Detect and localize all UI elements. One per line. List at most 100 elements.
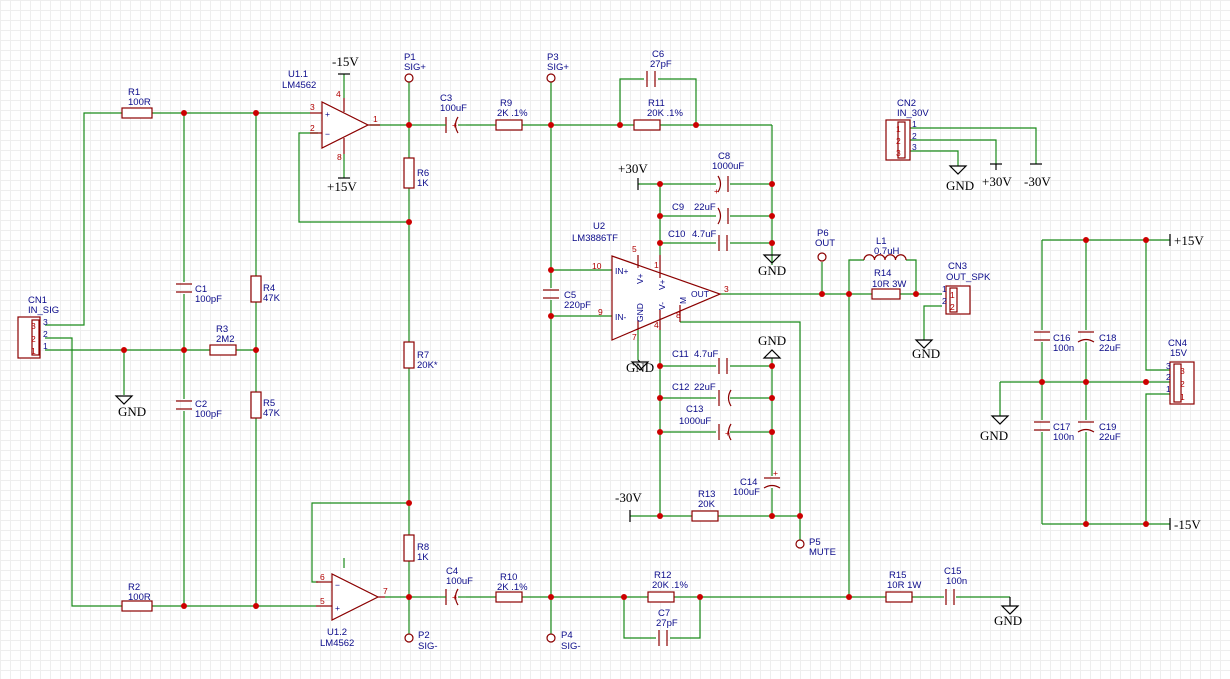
rail-m30-cn2: -30V bbox=[1024, 174, 1051, 189]
resistor-r15[interactable]: R15 10R 1W bbox=[885, 570, 921, 603]
c9-ref: C9 bbox=[672, 202, 684, 213]
u2-pin1: 1 bbox=[654, 260, 659, 270]
r9-value: 2K .1% bbox=[497, 108, 528, 119]
capacitor-c8[interactable]: + C8 1000uF bbox=[712, 151, 744, 196]
capacitor-c12[interactable]: C12 22uF bbox=[672, 382, 732, 407]
resistor-r13[interactable]: R13 20K bbox=[691, 489, 719, 522]
r1-ref: R1 bbox=[128, 87, 140, 98]
r13-ref: R13 bbox=[698, 489, 715, 500]
c14-value: 100uF bbox=[733, 487, 760, 498]
resistor-r5[interactable]: R5 47K bbox=[250, 391, 281, 419]
c6-value: 27pF bbox=[650, 59, 672, 70]
resistor-r3[interactable]: R3 2M2 bbox=[209, 324, 237, 356]
capacitor-c16[interactable]: C16 100n bbox=[1034, 331, 1074, 354]
c11-value: 4.7uF bbox=[694, 349, 718, 360]
probe-p1[interactable]: P1 SIG+ bbox=[404, 52, 426, 83]
wires bbox=[45, 74, 1174, 639]
capacitor-c1[interactable]: C1 100pF bbox=[176, 283, 222, 305]
r10-ref: R10 bbox=[500, 572, 517, 583]
resistor-r14[interactable]: R14 10R 3W bbox=[871, 268, 906, 300]
u2-pin9: 9 bbox=[598, 307, 603, 317]
cn1-pinlabel1: 1 bbox=[43, 341, 48, 351]
cn2-pin2a: 2 bbox=[896, 136, 901, 146]
p5-value: MUTE bbox=[809, 547, 836, 558]
resistor-r8[interactable]: R8 1K bbox=[403, 534, 429, 563]
u2-pin5: 5 bbox=[632, 244, 637, 254]
probe-p5[interactable]: P5 MUTE bbox=[795, 537, 836, 558]
capacitor-c2[interactable]: C2 100pF bbox=[176, 399, 222, 420]
opamp-u1-1[interactable]: + − 3 2 1 4 8 U1.1 LM4562 bbox=[282, 69, 380, 162]
r3-value: 2M2 bbox=[216, 334, 234, 345]
c5-value: 220pF bbox=[564, 300, 591, 311]
l1-value: 0.7uH bbox=[874, 246, 899, 257]
connector-cn1[interactable]: 3 2 1 3 2 1 CN1 IN_SIG bbox=[17, 295, 59, 359]
resistor-r7[interactable]: R7 20K* bbox=[403, 341, 438, 371]
amplifier-u2[interactable]: 10 9 5 1 7 4 8 3 IN+ IN- OUT V+ V+ GND V… bbox=[572, 221, 729, 342]
capacitor-c6[interactable]: C6 27pF bbox=[646, 49, 672, 87]
resistor-r10[interactable]: R10 2K .1% bbox=[495, 572, 528, 603]
capacitor-c18[interactable]: C18 22uF bbox=[1077, 331, 1121, 354]
r5-value: 47K bbox=[263, 408, 281, 419]
capacitor-c11[interactable]: C11 4.7uF bbox=[672, 349, 728, 374]
resistor-r6[interactable]: R6 1K bbox=[403, 157, 429, 189]
connector-cn4[interactable]: 3 2 1 3 2 1 CN4 15V bbox=[1166, 338, 1195, 405]
p6-ref: P6 bbox=[817, 228, 829, 239]
rail-p15-cn4: +15V bbox=[1174, 233, 1204, 248]
r7-value: 20K* bbox=[417, 360, 438, 371]
resistor-r2[interactable]: R2 100R bbox=[121, 582, 153, 612]
probe-p4[interactable]: P4 SIG- bbox=[546, 630, 581, 652]
probe-p6[interactable]: P6 OUT bbox=[815, 228, 835, 262]
capacitor-c15[interactable]: C15 100n bbox=[944, 566, 967, 605]
resistor-r1[interactable]: R1 100R bbox=[121, 87, 153, 119]
p2-value: SIG- bbox=[418, 641, 438, 652]
capacitor-c5[interactable]: C5 220pF bbox=[543, 289, 591, 311]
resistor-r11[interactable]: R11 20K .1% bbox=[633, 98, 683, 131]
r8-value: 1K bbox=[417, 552, 429, 563]
r2-ref: R2 bbox=[128, 582, 140, 593]
u2-label-v-plus-b: V+ bbox=[657, 279, 667, 290]
capacitor-c10[interactable]: C10 4.7uF bbox=[668, 229, 728, 251]
resistor-r12[interactable]: R12 20K .1% bbox=[647, 570, 688, 603]
r6-value: 1K bbox=[417, 178, 429, 189]
power-labels: GND GND GND GND GND GND GND GND -15V +15… bbox=[118, 54, 1204, 628]
gnd-label-6: GND bbox=[912, 346, 940, 361]
connector-cn3[interactable]: 1 2 1 2 CN3 OUT_SPK bbox=[942, 261, 991, 315]
capacitor-c19[interactable]: C19 22uF bbox=[1077, 421, 1121, 443]
probe-p3[interactable]: P3 SIG+ bbox=[546, 52, 569, 83]
u1-2-pin7: 7 bbox=[383, 586, 388, 596]
u2-pin4: 4 bbox=[654, 320, 659, 330]
capacitor-c7[interactable]: C7 27pF bbox=[656, 608, 678, 646]
c10-value: 4.7uF bbox=[692, 229, 716, 240]
r12-value: 20K .1% bbox=[652, 580, 688, 591]
c15-ref: C15 bbox=[944, 566, 961, 577]
resistor-r9[interactable]: R9 2K .1% bbox=[495, 98, 528, 131]
r12-ref: R12 bbox=[654, 570, 671, 581]
opamp-u1-2[interactable]: − + 6 5 7 U1.2 LM4562 bbox=[316, 572, 388, 649]
probe-p2[interactable]: P2 SIG- bbox=[404, 630, 438, 652]
cn2-pin3a: 3 bbox=[896, 148, 901, 158]
capacitor-c14[interactable]: + C14 100uF bbox=[733, 468, 781, 498]
u1-1-pin1: 1 bbox=[373, 114, 378, 124]
r5-ref: R5 bbox=[263, 398, 275, 409]
capacitor-c3[interactable]: + C3 100uF bbox=[440, 93, 467, 134]
capacitor-c13[interactable]: + C13 1000uF bbox=[679, 404, 732, 441]
capacitor-c17[interactable]: C17 100n bbox=[1034, 421, 1074, 443]
connector-cn2[interactable]: 1 2 3 1 2 3 CN2 IN_30V bbox=[885, 98, 929, 161]
inductor-l1[interactable]: L1 0.7uH bbox=[863, 236, 907, 261]
r15-value: 10R 1W bbox=[887, 580, 921, 591]
cn2-pinlabel3: 3 bbox=[912, 142, 917, 152]
p6-value: OUT bbox=[815, 238, 835, 249]
cn1-pin3: 3 bbox=[31, 321, 36, 331]
c7-ref: C7 bbox=[658, 608, 670, 619]
c4-ref: C4 bbox=[446, 566, 458, 577]
resistor-r4[interactable]: R4 47K bbox=[250, 275, 281, 304]
capacitor-c4[interactable]: + C4 100uF bbox=[445, 566, 473, 606]
cn3-pinlabel1: 1 bbox=[942, 284, 947, 294]
cn1-pinlabel3: 3 bbox=[43, 317, 48, 327]
u1-1-pin3: 3 bbox=[310, 102, 315, 112]
c2-ref: C2 bbox=[195, 399, 207, 410]
capacitor-c9[interactable]: C9 22uF bbox=[672, 202, 729, 225]
p3-value: SIG+ bbox=[547, 62, 569, 73]
u2-label-v-minus: V- bbox=[657, 302, 667, 310]
